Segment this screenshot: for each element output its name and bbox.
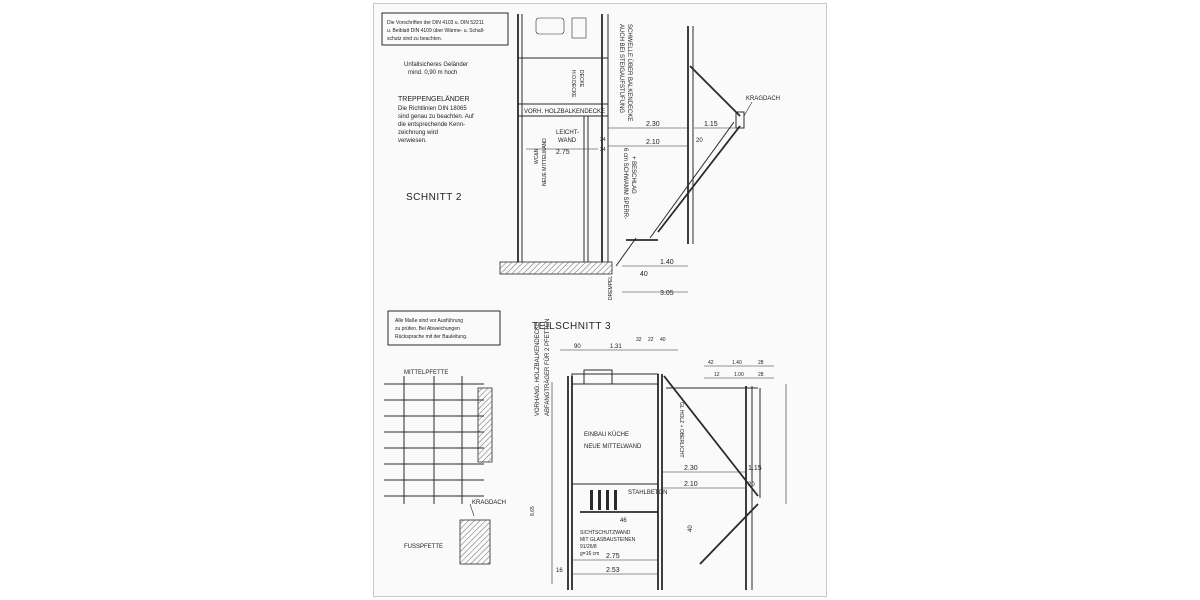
roof-rafter-2 <box>663 375 759 497</box>
dim-210b: 2.10 <box>684 481 698 488</box>
section-3-drawing: VORHANG. HOLZBALKENDECKE ABFANGTRÄGER FÜ… <box>530 319 787 590</box>
screen-label-2: MIT GLASBAUSTEINEN <box>580 537 636 543</box>
stair-note-title: TREPPENGELÄNDER <box>398 95 470 103</box>
construction-drawing: Die Vorschriften der DIN 4103 u. DIN 522… <box>381 12 787 590</box>
stair-note-line-1: Die Richtlinien DIN 18065 <box>398 106 467 112</box>
stair-note: TREPPENGELÄNDER Die Richtlinien DIN 1806… <box>398 95 474 144</box>
middle-wall-label: NEUE MITTELWAND <box>542 138 548 186</box>
dim-22: 22 <box>648 337 654 343</box>
check-note-box: Alle Maße sind vor Ausführung zu prüfen.… <box>387 310 501 346</box>
dim-100: 1.00 <box>734 372 744 378</box>
drempel-label: DREMPEL <box>608 276 614 300</box>
vert-note: GL HOLZ + OBERLICHT <box>678 402 684 458</box>
dim-210: 2.10 <box>646 139 660 146</box>
dim-140b: 1.40 <box>732 360 742 366</box>
dim-253: 2.53 <box>606 567 620 574</box>
light-wall-label-2: WAND <box>558 138 577 144</box>
section-title-schnitt-2: SCHNITT 2 <box>406 192 462 203</box>
kragdach-label-2: KRAGDACH <box>472 500 506 506</box>
screen-label-4: g=16 cm <box>580 551 599 557</box>
fusspfette-block <box>459 519 491 565</box>
din-note-line-2: u. Beiblatt DIN 4109 über Wärme- u. Scha… <box>387 28 485 34</box>
kragdach-beam <box>735 111 745 129</box>
sealing-note-1: 6 cm SCHWAMM SPERR- <box>622 148 628 219</box>
dim-115: 1.15 <box>704 121 718 128</box>
fusspfette-label: FUSSPFETTE <box>404 544 443 550</box>
dim-12: 12 <box>714 372 720 378</box>
dim-90: 90 <box>574 344 581 350</box>
screen-label-3: 91/26/8 <box>580 544 597 550</box>
stair-note-line-2: sind genau zu beachten. Auf <box>398 114 474 120</box>
middle-wall-label-2: NEUE MITTELWAND <box>584 444 642 450</box>
dim-32: 32 <box>636 337 642 343</box>
din-note-box: Die Vorschriften der DIN 4103 u. DIN 522… <box>381 12 509 46</box>
dim-115b: 1.15 <box>748 465 762 472</box>
dim-42: 42 <box>708 360 714 366</box>
ceiling-left-label: VORHANG. HOLZBALKENDECKE <box>535 322 541 416</box>
dim-140: 1.40 <box>660 259 674 266</box>
ceiling-label: VORH. HOLZBALKENDECKE <box>524 109 605 115</box>
foundation <box>499 261 613 275</box>
ground-slope <box>615 237 637 267</box>
section-title-teilschnitt-3: TEILSCHNITT 3 <box>532 321 611 332</box>
dim-46: 46 <box>620 518 627 524</box>
roof-lower-rafter <box>657 125 741 233</box>
stair-note-line-4: zeichnung wird <box>398 130 438 136</box>
dim-131: 1.31 <box>610 344 622 350</box>
dim-16: 16 <box>556 568 563 574</box>
kragdach-leader <box>743 101 753 117</box>
stahlbeton-label: STAHLBETON <box>628 490 667 496</box>
din-note-line-1: Die Vorschriften der DIN 4103 u. DIN 522… <box>387 20 484 26</box>
ceiling-beam <box>517 103 609 117</box>
dim-305: 3.05 <box>660 290 674 297</box>
sealing-note-2: + BESCHLAG <box>630 156 636 194</box>
light-wall-label-1: LEICHT- <box>556 130 579 136</box>
dim-28b: 28 <box>758 372 764 378</box>
screen-label-1: SICHTSCHUTZWAND <box>580 530 631 536</box>
kitchen-label: EINBAU KÜCHE <box>584 431 629 438</box>
din-note-line-3: schutz sind zu beachten. <box>387 36 442 42</box>
kragdach-label: KRAGDACH <box>746 96 780 102</box>
roof-upper-rafter <box>689 65 741 117</box>
dim-230: 2.30 <box>646 121 660 128</box>
drawing-sheet: Die Vorschriften der DIN 4103 u. DIN 522… <box>373 3 827 597</box>
check-note-line-3: Rücksprache mit der Bauleitung. <box>395 334 467 340</box>
ceiling-beam-2 <box>571 373 659 385</box>
railing-note-line-2: mind. 0,90 m hoch <box>408 70 457 76</box>
wc-label: WC&N <box>534 148 540 164</box>
rafter-detail: MITTELPFETTE KRAGDACH FUSSPFETTE <box>384 370 506 565</box>
dim-20b: 20 <box>748 482 755 488</box>
dim-24b: 24 <box>600 147 606 153</box>
stair-note-line-3: die entsprechende Kenn- <box>398 122 465 128</box>
stair-note-line-5: verwiesen. <box>398 138 427 144</box>
dim-40b: 40 <box>688 525 694 532</box>
dim-40: 40 <box>640 271 648 278</box>
mittelpfette-block <box>477 387 493 463</box>
dim-275: 2.75 <box>556 149 570 156</box>
dim-40a: 40 <box>660 337 666 343</box>
toilet-symbol <box>571 17 587 39</box>
dim-20: 20 <box>696 138 703 144</box>
dim-865: 8.65 <box>530 506 536 516</box>
dim-275b: 2.75 <box>606 553 620 560</box>
riser-note-1: AUCH BEI STEIGAUFSTUFUNG <box>618 24 624 113</box>
riser-note-2: SCHWELLE ÜBER BALKENDECKE <box>626 24 633 121</box>
check-note-line-1: Alle Maße sind vor Ausführung <box>395 318 463 324</box>
section-2-drawing: VORH. HOLZBALKENDECKE DECKE H.O.DECKE LE… <box>499 14 780 300</box>
dim-230b: 2.30 <box>684 465 698 472</box>
upper-label-2: H.O.DECKE <box>570 70 576 98</box>
roof-lower-rafter-2 <box>649 121 735 239</box>
roof-lower-rafter-3 <box>699 503 759 565</box>
support-label: ABFANGTRÄGER FÜR 2 PFETTEN <box>544 319 551 416</box>
sink-symbol <box>535 17 565 35</box>
check-note-line-2: zu prüfen. Bei Abweichungen <box>395 326 460 332</box>
railing-note: Unfallsicheres Geländer mind. 0,90 m hoc… <box>404 62 468 76</box>
upper-label-1: DECKE <box>578 70 584 88</box>
dim-28: 28 <box>758 360 764 366</box>
dim-24a: 24 <box>600 137 606 143</box>
mittelpfette-label: MITTELPFETTE <box>404 370 448 376</box>
railing-note-line-1: Unfallsicheres Geländer <box>404 62 468 68</box>
